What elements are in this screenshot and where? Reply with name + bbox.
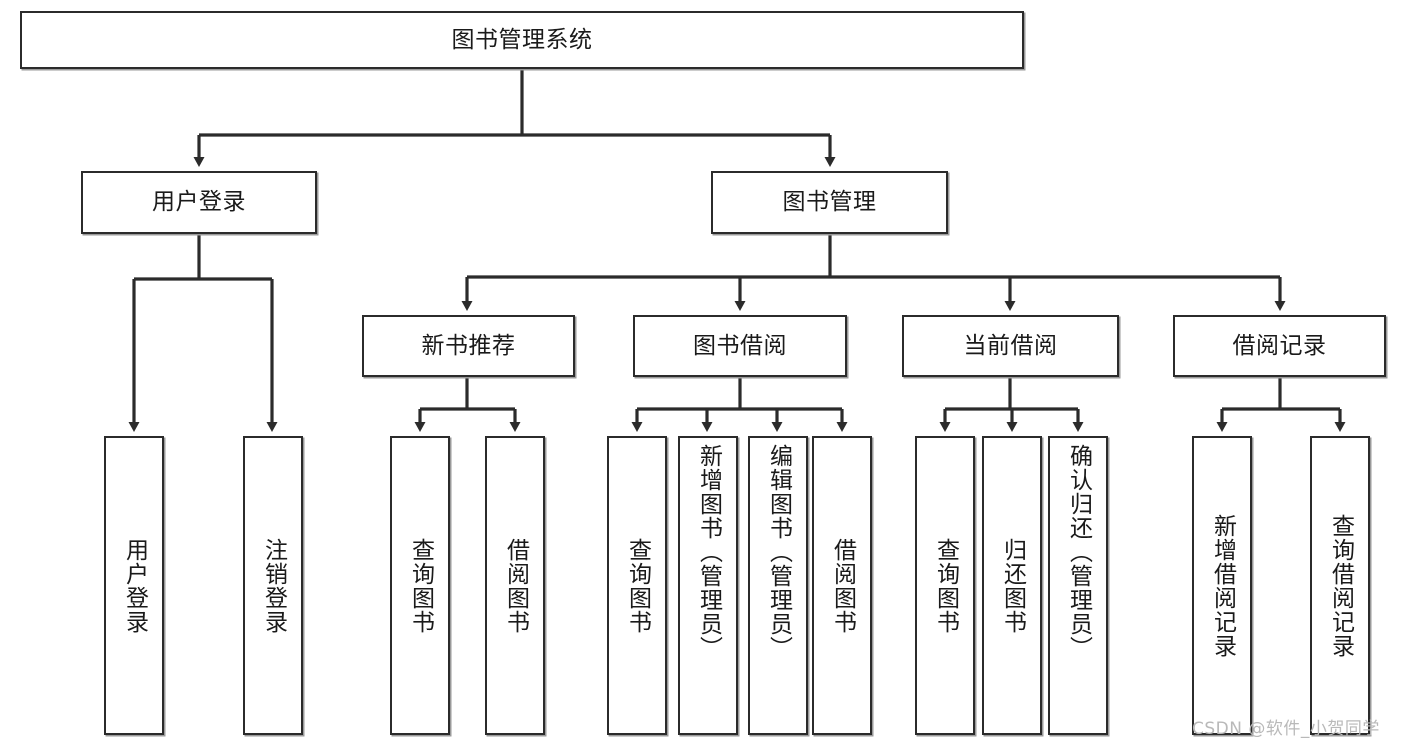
node-label: 归还图书 <box>999 537 1026 634</box>
node-label: 图书借阅 <box>693 332 787 359</box>
leaf-user-login[interactable]: 用户登录 <box>104 436 164 735</box>
leaf-query-book-recommend[interactable]: 查询图书 <box>390 436 450 735</box>
leaf-logout-login[interactable]: 注销登录 <box>243 436 303 735</box>
node-label: 当前借阅 <box>963 332 1058 359</box>
node-label: 查询图书 <box>624 537 651 634</box>
node-label: 编辑图书（管理员） <box>765 444 792 660</box>
leaf-add-book[interactable]: 新增图书（管理员） <box>678 436 738 735</box>
leaf-borrow-book-recommend[interactable]: 借阅图书 <box>485 436 545 735</box>
node-label: 新书推荐 <box>421 332 516 359</box>
watermark: CSDN @软件_小贺同学 <box>1192 719 1380 739</box>
node-label: 借阅图书 <box>829 537 856 634</box>
node-label: 查询图书 <box>932 537 959 634</box>
leaf-query-book-borrow[interactable]: 查询图书 <box>607 436 667 735</box>
node-book-management[interactable]: 图书管理 <box>711 171 948 234</box>
node-label: 查询借阅记录 <box>1327 513 1354 658</box>
node-label: 用户登录 <box>152 189 246 216</box>
node-label: 注销登录 <box>260 537 287 634</box>
leaf-query-borrow-record[interactable]: 查询借阅记录 <box>1310 436 1370 735</box>
node-label: 用户登录 <box>121 537 148 634</box>
node-new-book-recommend[interactable]: 新书推荐 <box>362 315 575 377</box>
leaf-edit-book[interactable]: 编辑图书（管理员） <box>748 436 808 735</box>
node-label: 查询图书 <box>407 537 434 634</box>
node-label: 图书管理 <box>782 189 877 216</box>
node-book-borrow[interactable]: 图书借阅 <box>633 315 847 377</box>
node-label: 新增借阅记录 <box>1209 513 1236 658</box>
node-label: 借阅图书 <box>502 537 529 634</box>
node-label: 借阅记录 <box>1232 332 1327 359</box>
leaf-confirm-return[interactable]: 确认归还（管理员） <box>1048 436 1108 735</box>
leaf-query-book-current[interactable]: 查询图书 <box>915 436 975 735</box>
node-book-management-system[interactable]: 图书管理系统 <box>20 11 1024 69</box>
node-label: 图书管理系统 <box>451 26 593 53</box>
node-current-borrow[interactable]: 当前借阅 <box>902 315 1119 377</box>
leaf-borrow-book[interactable]: 借阅图书 <box>812 436 872 735</box>
node-user-login[interactable]: 用户登录 <box>81 171 317 234</box>
node-label: 确认归还（管理员） <box>1065 444 1092 660</box>
node-borrow-record[interactable]: 借阅记录 <box>1173 315 1386 377</box>
leaf-return-book[interactable]: 归还图书 <box>982 436 1042 735</box>
node-label: 新增图书（管理员） <box>695 444 722 660</box>
leaf-add-borrow-record[interactable]: 新增借阅记录 <box>1192 436 1252 735</box>
